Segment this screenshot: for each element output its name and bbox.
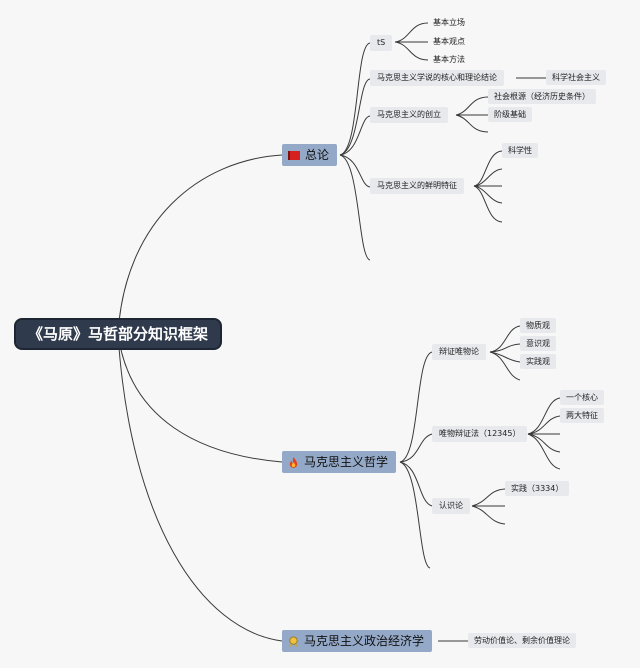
node-practice[interactable]: 实践（3334） — [505, 481, 570, 496]
node-social-roots[interactable]: 社会根源（经济历史条件） — [488, 89, 596, 104]
node-core-theory[interactable]: 马克思主义学说的核心和理论结论 — [370, 70, 504, 86]
node-scientific[interactable]: 科学性 — [502, 143, 538, 158]
node-features[interactable]: 马克思主义的鲜明特征 — [370, 178, 464, 194]
node-practice-view[interactable]: 实践观 — [520, 354, 556, 369]
node-basic-method[interactable]: 基本方法 — [433, 55, 465, 64]
node-matter-view[interactable]: 物质观 — [520, 318, 556, 333]
node-epistemology[interactable]: 认识论 — [432, 498, 470, 514]
topic-general[interactable]: 总论 — [282, 144, 338, 166]
node-basic-viewpoint[interactable]: 基本观点 — [433, 37, 465, 46]
red-flag-icon — [288, 150, 300, 160]
topic-economics-label: 马克思主义政治经济学 — [304, 634, 425, 648]
node-scientific-socialism[interactable]: 科学社会主义 — [546, 70, 606, 85]
topic-general-label: 总论 — [305, 148, 330, 162]
node-one-core[interactable]: 一个核心 — [560, 390, 604, 405]
node-consciousness-view[interactable]: 意识观 — [520, 336, 556, 351]
node-basic-stance[interactable]: 基本立场 — [433, 18, 465, 27]
topic-philosophy-label: 马克思主义哲学 — [304, 455, 389, 469]
node-value-theories[interactable]: 劳动价值论、剩余价值理论 — [468, 633, 576, 648]
node-two-features[interactable]: 两大特征 — [560, 408, 604, 423]
node-founding[interactable]: 马克思主义的创立 — [370, 107, 448, 123]
root-topic[interactable]: 《马原》马哲部分知识框架 — [16, 320, 220, 348]
topic-philosophy[interactable]: 马克思主义哲学 — [282, 451, 397, 473]
fire-icon — [289, 456, 298, 468]
topic-economics[interactable]: 马克思主义政治经济学 — [282, 630, 433, 652]
medal-icon — [289, 635, 298, 647]
node-class-basis[interactable]: 阶级基础 — [488, 107, 532, 122]
node-materialist-dialectics[interactable]: 唯物辩证法（12345） — [432, 426, 528, 442]
node-ts[interactable]: tS — [370, 35, 393, 51]
node-dialectical-materialism[interactable]: 辩证唯物论 — [432, 344, 486, 360]
